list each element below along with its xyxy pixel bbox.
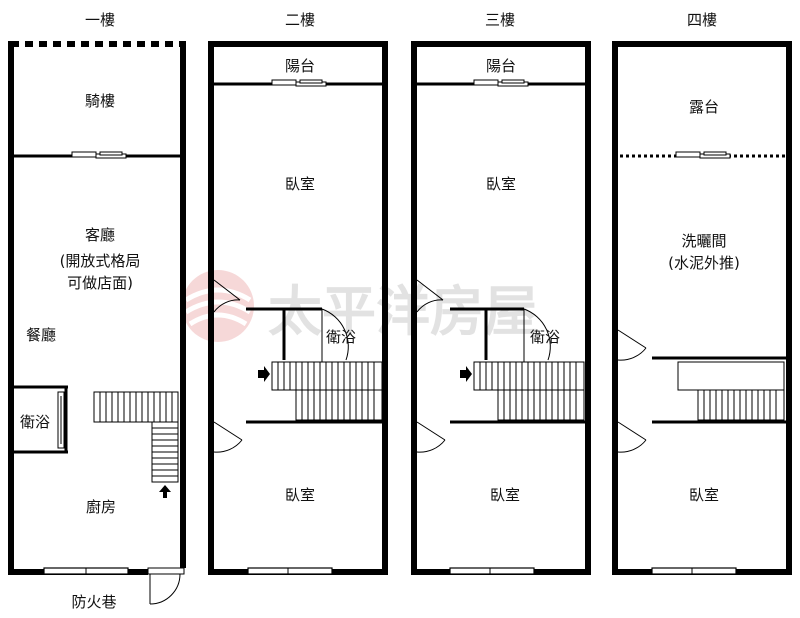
label-f3-bed-front: 臥室: [486, 175, 516, 193]
label-f4-terrace: 露台: [689, 98, 719, 116]
label-f2-balcony: 陽台: [285, 57, 315, 75]
label-f2-bed-back: 臥室: [285, 486, 315, 504]
floor-title-1: 一樓: [85, 11, 115, 29]
label-f1-living: 客廳: [85, 226, 115, 244]
floor-2: [208, 41, 388, 575]
label-f1-arcade: 騎樓: [85, 92, 115, 110]
stair-arrow-icon: [258, 366, 270, 382]
label-f1-dining: 餐廳: [26, 326, 56, 344]
floor-title-2: 二樓: [285, 11, 315, 29]
label-f1-bath: 衛浴: [20, 413, 50, 431]
watermark-text: 太平洋房屋: [268, 279, 538, 343]
floor-1: [8, 41, 186, 605]
watermark: 太平洋房屋: [182, 270, 538, 343]
label-f3-bath: 衛浴: [530, 328, 560, 346]
label-f3-balcony: 陽台: [486, 57, 516, 75]
label-f4-laundry: 洗曬間: [681, 232, 726, 250]
floor-4: [612, 41, 792, 575]
label-f4-bed-back: 臥室: [689, 486, 719, 504]
label-f1-alley: 防火巷: [71, 593, 116, 611]
label-f1-living-note1: (開放式格局: [60, 252, 141, 270]
watermark-logo-icon: [182, 270, 254, 342]
label-f2-bed-front: 臥室: [285, 175, 315, 193]
stair-up-arrow-icon: [159, 485, 171, 498]
stair-arrow-icon: [460, 366, 472, 382]
label-f1-kitchen: 廚房: [86, 498, 116, 516]
label-f3-bed-back: 臥室: [490, 486, 520, 504]
floor-3: [411, 41, 591, 575]
label-f2-bath: 衛浴: [326, 328, 356, 346]
floor-title-4: 四樓: [687, 11, 717, 29]
label-f4-laundry-note: (水泥外推): [668, 254, 740, 272]
label-f1-living-note2: 可做店面): [67, 274, 133, 292]
floor-title-3: 三樓: [485, 11, 515, 29]
